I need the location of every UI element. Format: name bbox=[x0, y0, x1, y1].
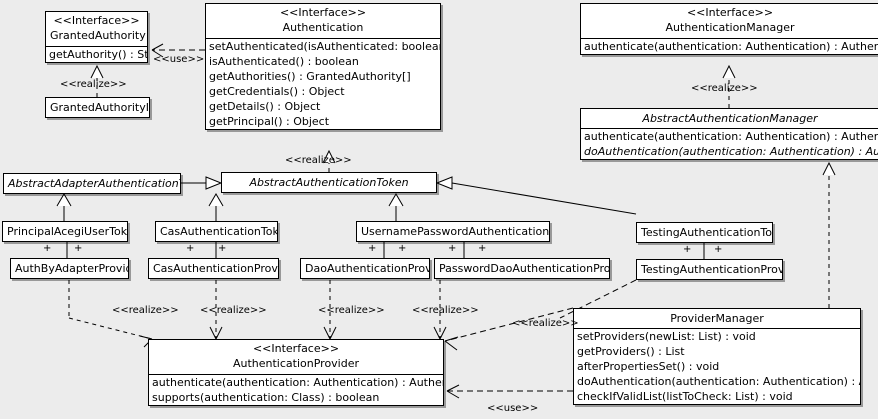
class-provider-manager[interactable]: ProviderManager setProviders(newList: Li… bbox=[573, 308, 861, 405]
class-name: GrantedAuthority bbox=[50, 29, 146, 42]
edge-label-realize-password-dao-provider: <<realize>> bbox=[412, 305, 479, 316]
class-dao-authentication-provider[interactable]: DaoAuthenticationProvider bbox=[300, 258, 430, 279]
compartment-divider bbox=[581, 128, 878, 129]
class-header: <<Interface>> Authentication bbox=[206, 4, 440, 38]
class-name: AbstractAuthenticationManager bbox=[642, 112, 818, 125]
class-name: PasswordDaoAuthenticationProvider bbox=[439, 262, 610, 275]
operation: authenticate(authentication: Authenticat… bbox=[584, 40, 878, 53]
class-name: TestingAuthenticationToken bbox=[641, 226, 773, 239]
multiplicity-plus: + bbox=[683, 244, 692, 255]
class-password-dao-authentication-provider[interactable]: PasswordDaoAuthenticationProvider bbox=[434, 258, 610, 279]
operations-compartment: authenticate(authentication: Authenticat… bbox=[581, 39, 878, 54]
operations-compartment: setAuthenticated(isAuthenticated: boolea… bbox=[206, 39, 440, 129]
compartment-divider bbox=[46, 46, 147, 47]
operation: authenticate(authentication: Authenticat… bbox=[584, 130, 878, 143]
operation: getCredentials() : Object bbox=[209, 85, 345, 98]
operation: getAuthority() : String bbox=[49, 48, 147, 61]
operation: setProviders(newList: List) : void bbox=[577, 330, 756, 343]
multiplicity-plus: + bbox=[74, 243, 83, 254]
operation: doAuthentication(authentication: Authent… bbox=[584, 145, 878, 158]
class-name: PrincipalAcegiUserToken bbox=[7, 225, 128, 238]
class-name: ProviderManager bbox=[670, 312, 764, 325]
class-auth-by-adapter-provider[interactable]: AuthByAdapterProvider bbox=[10, 258, 129, 279]
operation: supports(authentication: Class) : boolea… bbox=[152, 391, 380, 404]
class-name: DaoAuthenticationProvider bbox=[305, 262, 430, 275]
operation: checkIfValidList(listToCheck: List) : vo… bbox=[577, 390, 793, 403]
class-name: AuthenticationManager bbox=[665, 21, 795, 34]
class-cas-authentication-token[interactable]: CasAuthenticationToken bbox=[155, 221, 278, 242]
multiplicity-plus: + bbox=[398, 243, 407, 254]
multiplicity-plus: + bbox=[43, 243, 52, 254]
class-name: Authentication bbox=[282, 21, 364, 34]
class-name: TestingAuthenticationProvider bbox=[641, 263, 783, 276]
operation: authenticate(authentication: Authenticat… bbox=[152, 376, 443, 389]
class-abstract-authentication-manager[interactable]: AbstractAuthenticationManager authentica… bbox=[580, 108, 878, 160]
class-name: GrantedAuthorityImpl bbox=[50, 101, 149, 114]
stereotype-interface: <<Interface>> bbox=[686, 6, 774, 19]
multiplicity-plus: + bbox=[448, 243, 457, 254]
class-name: AuthenticationProvider bbox=[232, 357, 360, 370]
class-authentication-manager[interactable]: <<Interface>> AuthenticationManager auth… bbox=[580, 3, 878, 55]
multiplicity-plus: + bbox=[368, 243, 377, 254]
class-testing-authentication-token[interactable]: TestingAuthenticationToken bbox=[636, 222, 773, 243]
class-authentication-provider[interactable]: <<Interface>> AuthenticationProvider aut… bbox=[148, 339, 444, 406]
edge-label-realize-provider-manager: <<realize>> bbox=[512, 318, 579, 329]
stereotype-interface: <<Interface>> bbox=[252, 342, 340, 355]
compartment-divider bbox=[581, 38, 878, 39]
class-abstract-authentication-token[interactable]: AbstractAuthenticationToken bbox=[221, 172, 437, 193]
class-name: AbstractAuthenticationToken bbox=[249, 176, 409, 189]
class-authentication[interactable]: <<Interface>> Authentication setAuthenti… bbox=[205, 3, 441, 130]
class-header: <<Interface>> AuthenticationManager bbox=[581, 4, 878, 38]
multiplicity-plus: + bbox=[714, 244, 723, 255]
operation: doAuthentication(authentication: Authent… bbox=[577, 375, 860, 388]
edge-label-realize-dao-provider: <<realize>> bbox=[318, 305, 385, 316]
class-name: CasAuthenticationToken bbox=[160, 225, 278, 238]
class-granted-authority-impl[interactable]: GrantedAuthorityImpl bbox=[45, 97, 150, 118]
edge-label-realize-cas-provider: <<realize>> bbox=[200, 305, 267, 316]
class-principal-acegi-user-token[interactable]: PrincipalAcegiUserToken bbox=[2, 221, 128, 242]
class-name: AbstractAdapterAuthenticationToken bbox=[8, 177, 180, 190]
multiplicity-plus: + bbox=[186, 243, 195, 254]
operation: getDetails() : Object bbox=[209, 100, 321, 113]
stereotype-interface: <<Interface>> bbox=[53, 14, 140, 27]
operation: isAuthenticated() : boolean bbox=[209, 55, 359, 68]
compartment-divider bbox=[206, 38, 440, 39]
class-header: <<Interface>> GrantedAuthority bbox=[46, 12, 147, 46]
edge-label-realize-abstract-authentication-token: <<realize>> bbox=[285, 155, 352, 166]
multiplicity-plus: + bbox=[218, 243, 227, 254]
compartment-divider bbox=[574, 328, 860, 329]
class-header: <<Interface>> AuthenticationProvider bbox=[149, 340, 443, 374]
class-testing-authentication-provider[interactable]: TestingAuthenticationProvider bbox=[636, 259, 783, 280]
operation: setAuthenticated(isAuthenticated: boolea… bbox=[209, 40, 440, 53]
class-granted-authority[interactable]: <<Interface>> GrantedAuthority getAuthor… bbox=[45, 11, 148, 63]
operations-compartment: authenticate(authentication: Authenticat… bbox=[581, 129, 878, 159]
operation: getAuthorities() : GrantedAuthority[] bbox=[209, 70, 411, 83]
operations-compartment: authenticate(authentication: Authenticat… bbox=[149, 375, 443, 405]
operation: getProviders() : List bbox=[577, 345, 685, 358]
edge-label-realize-granted-authority-impl: <<realize>> bbox=[60, 79, 127, 90]
operations-compartment: setProviders(newList: List) : void getPr… bbox=[574, 329, 860, 404]
edge-label-use-provider-manager: <<use>> bbox=[487, 403, 539, 414]
stereotype-interface: <<Interface>> bbox=[279, 6, 367, 19]
class-abstract-adapter-authentication-token[interactable]: AbstractAdapterAuthenticationToken bbox=[3, 173, 181, 194]
operation: afterPropertiesSet() : void bbox=[577, 360, 720, 373]
compartment-divider bbox=[149, 374, 443, 375]
edge-label-realize-abstract-authentication-manager: <<realize>> bbox=[691, 83, 758, 94]
edge-label-realize-auth-by-adapter: <<realize>> bbox=[112, 305, 179, 316]
edge-label-use-granted-authority: <<use>> bbox=[153, 54, 205, 65]
class-name: AuthByAdapterProvider bbox=[15, 262, 128, 275]
class-username-password-authentication-token[interactable]: UsernamePasswordAuthenticationToken bbox=[356, 221, 550, 242]
class-cas-authentication-provider[interactable]: CasAuthenticationProvider bbox=[148, 258, 279, 279]
class-name: CasAuthenticationProvider bbox=[153, 262, 278, 275]
multiplicity-plus: + bbox=[478, 243, 487, 254]
class-name: UsernamePasswordAuthenticationToken bbox=[361, 225, 550, 238]
operation: getPrincipal() : Object bbox=[209, 115, 330, 128]
operations-compartment: getAuthority() : String bbox=[46, 47, 147, 62]
